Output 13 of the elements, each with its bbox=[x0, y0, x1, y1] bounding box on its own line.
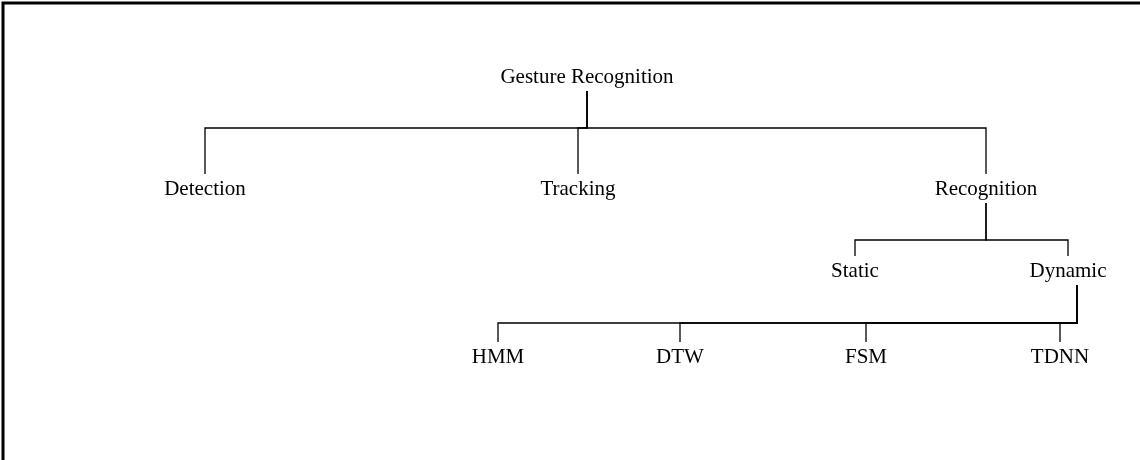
node-label: Tracking bbox=[538, 174, 618, 204]
node-label: Static bbox=[829, 256, 881, 286]
node-label: Recognition bbox=[932, 174, 1040, 204]
node-label: Gesture Recognition bbox=[498, 62, 676, 92]
node-label: DTW bbox=[654, 342, 706, 372]
node-label: Dynamic bbox=[1027, 256, 1109, 286]
node-label: FSM bbox=[843, 342, 889, 372]
tree-connector bbox=[1059, 284, 1078, 343]
node-label: Detection bbox=[162, 174, 248, 204]
tree-connector bbox=[586, 90, 987, 175]
node-label: TDNN bbox=[1028, 342, 1092, 372]
node-label: HMM bbox=[469, 342, 527, 372]
tree-connector bbox=[985, 202, 1069, 257]
